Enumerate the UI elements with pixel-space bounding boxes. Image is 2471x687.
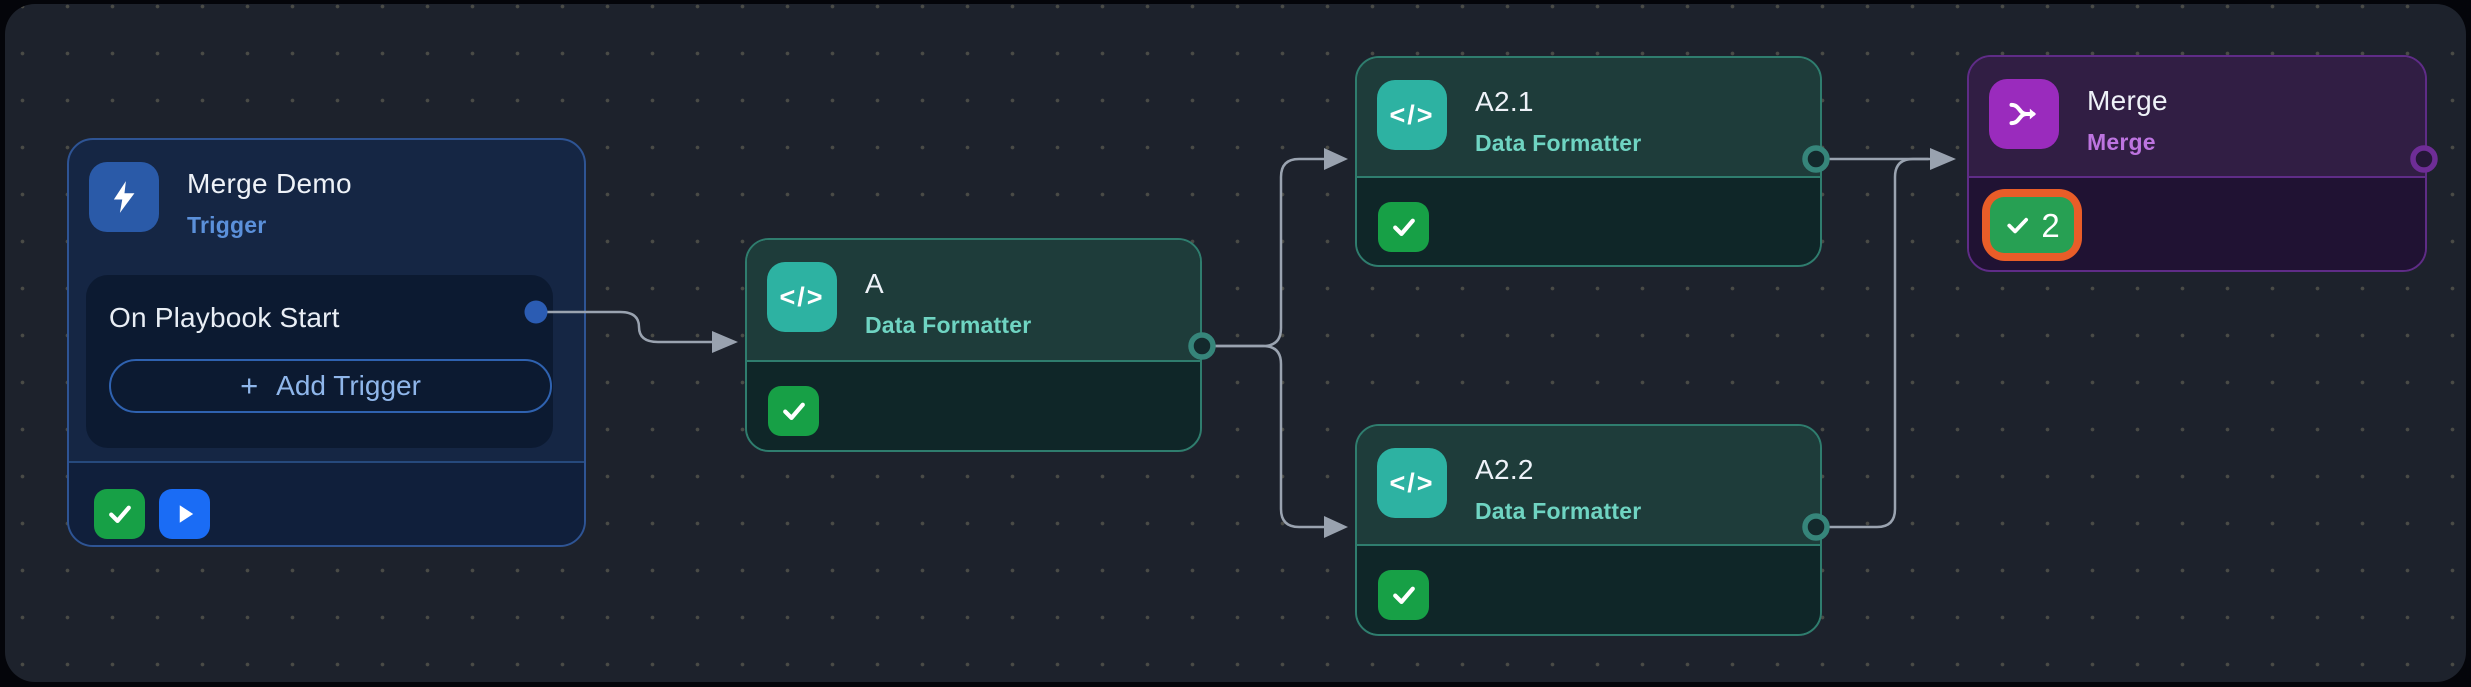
node-subtitle: Data Formatter [1475, 498, 1642, 524]
node-title: Merge Demo [187, 168, 352, 199]
add-trigger-button[interactable]: + Add Trigger [109, 359, 552, 413]
arrowhead-into-merge [1930, 148, 1956, 170]
success-status-button[interactable] [1378, 202, 1429, 252]
node-subtitle: Trigger [187, 212, 267, 238]
node-trigger[interactable]: Merge Demo Trigger On Playbook Start + A… [67, 138, 586, 547]
node-a-output-port[interactable] [1188, 332, 1216, 360]
check-icon [782, 402, 805, 420]
wire-a2-2-to-merge [1828, 157, 1930, 529]
node-subtitle: Merge [2087, 129, 2156, 155]
code-icon: </> [767, 262, 837, 332]
node-a-footer [747, 360, 1200, 450]
playbook-canvas[interactable]: Merge Demo Trigger On Playbook Start + A… [5, 4, 2466, 682]
node-a2-1-footer [1357, 176, 1820, 265]
code-icon: </> [1377, 448, 1447, 518]
trigger-node-footer [69, 461, 584, 545]
arrowhead-into-a2-1 [1324, 148, 1348, 170]
node-a2-2-footer [1357, 544, 1820, 634]
node-subtitle: Data Formatter [865, 312, 1032, 338]
wire-a-to-a2-1 [1212, 157, 1326, 348]
check-icon [2007, 217, 2029, 234]
code-glyph: </> [779, 281, 825, 312]
node-a2-2[interactable]: </> A2.2 Data Formatter [1355, 424, 1822, 636]
trigger-events-panel: On Playbook Start + Add Trigger [86, 275, 553, 448]
node-title: A2.1 [1475, 86, 1534, 117]
event-label: On Playbook Start [109, 302, 340, 333]
event-count: 2 [2041, 206, 2060, 244]
lightning-bolt-icon [89, 162, 159, 232]
arrowhead-into-a2-2 [1324, 516, 1348, 538]
node-title: Merge [2087, 85, 2168, 116]
node-merge[interactable]: Merge Merge 2 [1967, 55, 2427, 272]
node-a2-1[interactable]: </> A2.1 Data Formatter [1355, 56, 1822, 267]
wire-a-to-a2-2 [1212, 344, 1326, 529]
node-title: A [865, 268, 884, 299]
success-status-button[interactable] [768, 386, 819, 436]
check-icon [108, 505, 131, 523]
check-icon [1392, 586, 1415, 604]
node-title: A2.2 [1475, 454, 1534, 485]
trigger-node-header: Merge Demo Trigger [69, 140, 584, 238]
arrowhead-into-a [712, 331, 738, 353]
code-glyph: </> [1389, 99, 1435, 130]
run-button[interactable] [159, 489, 210, 539]
trigger-output-port[interactable] [524, 300, 548, 324]
check-icon [1392, 218, 1415, 236]
success-count-badge: 2 [1990, 197, 2074, 253]
node-merge-output-port[interactable] [2410, 145, 2438, 173]
node-a2-2-output-port[interactable] [1802, 513, 1830, 541]
code-glyph: </> [1389, 467, 1435, 498]
add-trigger-label: Add Trigger [276, 370, 421, 401]
code-icon: </> [1377, 80, 1447, 150]
node-subtitle: Data Formatter [1475, 130, 1642, 156]
highlighted-status-badge[interactable]: 2 [1982, 189, 2082, 261]
plus-icon: + [240, 368, 259, 403]
play-icon [179, 505, 193, 523]
node-a[interactable]: </> A Data Formatter [745, 238, 1202, 452]
merge-icon [1989, 79, 2059, 149]
success-status-button[interactable] [1378, 570, 1429, 620]
success-status-button[interactable] [94, 489, 145, 539]
node-a2-1-output-port[interactable] [1802, 145, 1830, 173]
